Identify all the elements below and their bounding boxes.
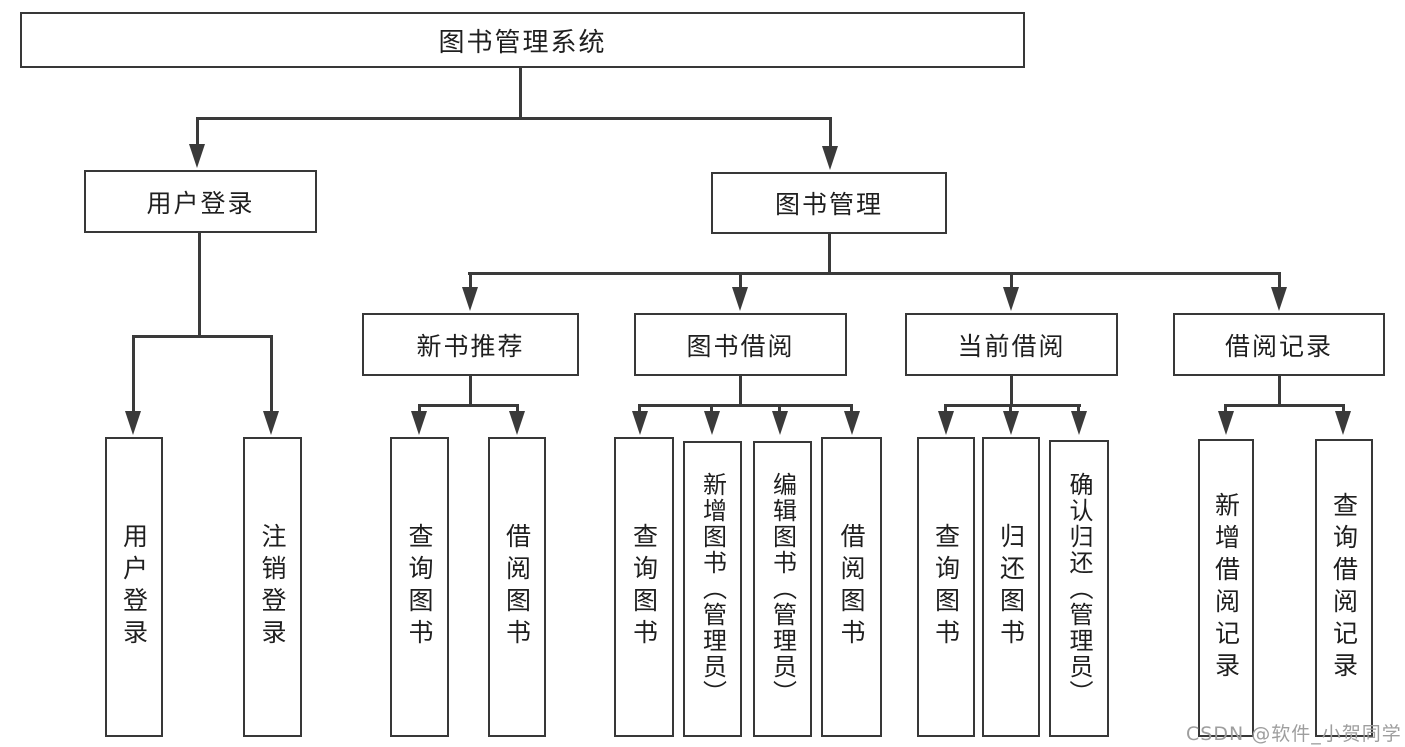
- node-user-login: 用户登录: [84, 170, 317, 233]
- connector-line: [1278, 272, 1281, 290]
- node-label: 归还图书: [996, 523, 1026, 651]
- arrow-down-icon: [1003, 411, 1019, 435]
- connector-line: [1278, 375, 1281, 406]
- connector-line: [944, 404, 947, 416]
- node-query-borrow-record: 查询借阅记录: [1315, 439, 1373, 737]
- node-label: 借阅图书: [502, 523, 532, 651]
- connector-line: [1010, 272, 1013, 290]
- node-borrow-books-1: 借阅图书: [488, 437, 546, 737]
- node-library-management-system: 图书管理系统: [20, 12, 1025, 68]
- connector-line: [468, 272, 1281, 275]
- connector-line: [828, 233, 831, 274]
- connector-line: [132, 335, 135, 413]
- node-add-book-admin: 新增图书（管理员）: [683, 441, 742, 737]
- arrow-down-icon: [462, 287, 478, 311]
- connector-line: [469, 272, 472, 290]
- node-book-management: 图书管理: [711, 172, 947, 234]
- arrow-down-icon: [1271, 287, 1287, 311]
- node-query-books-1: 查询图书: [390, 437, 449, 737]
- arrow-down-icon: [263, 411, 279, 435]
- connector-line: [1077, 404, 1080, 416]
- node-label: 注销登录: [258, 523, 287, 651]
- node-label: 查询图书: [629, 523, 659, 651]
- node-user-login-action: 用户登录: [105, 437, 163, 737]
- node-return-books: 归还图书: [982, 437, 1040, 737]
- node-label: 查询图书: [405, 523, 434, 651]
- node-query-books-2: 查询图书: [614, 437, 674, 737]
- connector-line: [710, 404, 713, 416]
- connector-line: [850, 404, 853, 416]
- node-logout: 注销登录: [243, 437, 302, 737]
- connector-line: [132, 335, 273, 338]
- arrow-down-icon: [1335, 411, 1351, 435]
- connector-line: [739, 272, 742, 290]
- watermark: CSDN @软件_小贺同学: [1186, 723, 1402, 745]
- node-query-books-3: 查询图书: [917, 437, 975, 737]
- connector-line: [1224, 404, 1345, 407]
- arrow-down-icon: [844, 411, 860, 435]
- node-label: 编辑图书（管理员）: [768, 472, 797, 706]
- arrow-down-icon: [1071, 411, 1087, 435]
- arrow-down-icon: [704, 411, 720, 435]
- node-label: 新书推荐: [416, 331, 525, 361]
- arrow-down-icon: [632, 411, 648, 435]
- connector-line: [1224, 404, 1227, 416]
- connector-line: [516, 404, 519, 416]
- arrow-down-icon: [411, 411, 427, 435]
- connector-line: [638, 404, 853, 407]
- arrow-down-icon: [772, 411, 788, 435]
- connector-line: [519, 67, 522, 118]
- connector-line: [469, 375, 472, 406]
- arrow-down-icon: [509, 411, 525, 435]
- arrow-down-icon: [822, 146, 838, 170]
- node-borrowing-records: 借阅记录: [1173, 313, 1385, 376]
- arrow-down-icon: [938, 411, 954, 435]
- node-new-book-recommendation: 新书推荐: [362, 313, 579, 376]
- node-add-borrow-record: 新增借阅记录: [1198, 439, 1254, 737]
- arrow-down-icon: [1218, 411, 1234, 435]
- node-label: 图书管理: [774, 190, 883, 219]
- node-label: 用户登录: [119, 523, 149, 651]
- connector-line: [638, 404, 641, 416]
- arrow-down-icon: [1003, 287, 1019, 311]
- node-label: 查询图书: [931, 523, 961, 651]
- connector-line: [829, 117, 832, 149]
- node-borrow-books-2: 借阅图书: [821, 437, 882, 737]
- node-label: 图书管理系统: [438, 27, 607, 58]
- arrow-down-icon: [732, 287, 748, 311]
- connector-line: [196, 117, 832, 120]
- connector-line: [739, 375, 742, 406]
- node-label: 查询借阅记录: [1329, 492, 1359, 684]
- node-book-borrowing: 图书借阅: [634, 313, 847, 376]
- connector-line: [196, 117, 199, 147]
- node-label: 当前借阅: [957, 331, 1066, 361]
- connector-line: [198, 232, 201, 338]
- arrow-down-icon: [189, 144, 205, 168]
- connector-line: [270, 335, 273, 413]
- node-current-borrowing: 当前借阅: [905, 313, 1118, 376]
- connector-line: [778, 404, 781, 416]
- connector-line: [1010, 375, 1013, 406]
- connector-line: [1342, 404, 1345, 416]
- connector-line: [418, 404, 519, 407]
- arrow-down-icon: [125, 411, 141, 435]
- node-label: 图书借阅: [686, 331, 795, 361]
- node-label: 新增借阅记录: [1211, 492, 1241, 684]
- connector-line: [1009, 404, 1012, 416]
- node-label: 借阅图书: [837, 523, 866, 651]
- node-edit-book-admin: 编辑图书（管理员）: [753, 441, 812, 737]
- node-label: 新增图书（管理员）: [698, 472, 727, 706]
- node-confirm-return-admin: 确认归还（管理员）: [1049, 440, 1109, 737]
- node-label: 借阅记录: [1224, 331, 1333, 361]
- connector-line: [418, 404, 421, 416]
- node-label: 确认归还（管理员）: [1065, 471, 1093, 706]
- node-label: 用户登录: [146, 188, 255, 218]
- connector-line: [944, 404, 1081, 407]
